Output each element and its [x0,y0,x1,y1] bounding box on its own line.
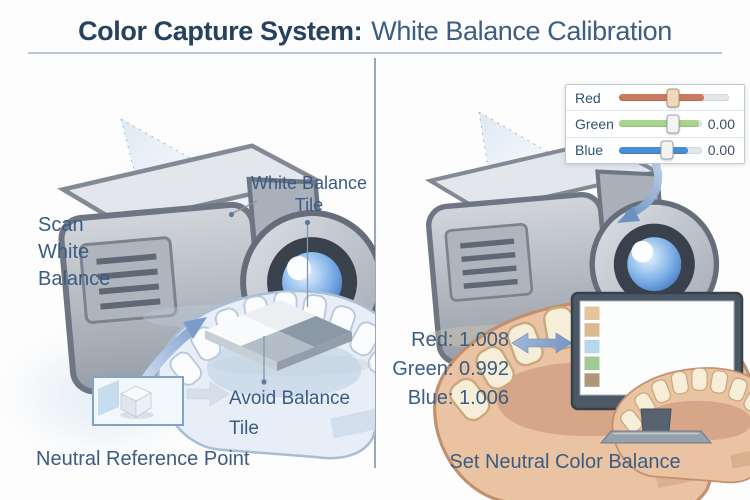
slider-row-red: Red [566,85,744,110]
slider-row-blue: Blue 0.00 [566,136,744,163]
green-slider-fill [619,120,700,128]
rgb-slider-panel: Red Green 0.00 Blue 0.00 [565,84,745,164]
avoid-pointer-line [261,336,267,385]
avoid-balance-tile-label: Avoid Balance Tile [229,384,350,444]
page-title-rest: White Balance Calibration [371,16,672,46]
reference-frame [92,376,184,426]
page-title: Color Capture System: White Balance Calib… [0,16,750,47]
white-balance-tile-label: White Balance Tile [243,172,375,216]
tile-label-line: Tile [294,195,324,215]
green-readout: Green: 0.992 [392,358,509,380]
arrow-right-icon [186,381,230,407]
red-slider-handle[interactable] [666,88,680,108]
slider-row-green: Green 0.00 [566,110,744,136]
red-slider-track[interactable] [619,88,729,108]
page-title-lead: Color Capture System: [78,16,363,46]
shade-swatches[interactable] [584,306,600,387]
arrow-curved-down-icon [617,161,663,223]
monitor [570,291,750,483]
blue-slider-handle[interactable] [660,140,674,160]
scan-label-line: Scan [38,214,84,236]
scan-label-line: White [38,241,90,263]
green-slider-value: 0.00 [707,115,735,132]
avoid-label-line: Avoid Balance [229,388,351,409]
left-panel-illustration [53,118,375,459]
blue-slider-track[interactable] [619,140,702,160]
green-slider-label: Green [575,115,614,132]
panel-divider [374,58,376,468]
blue-slider-label: Blue [575,142,604,159]
scan-label-line: Balance [38,268,111,290]
blue-slider-value: 0.00 [707,142,735,159]
right-panel-caption: Set Neutral Color Balance [449,451,681,473]
blue-slider-fill [619,146,688,154]
blue-readout: Blue: 1.006 [407,387,509,409]
cube-icon [120,385,152,418]
calibration-tile [205,300,372,376]
right-panel-illustration [421,111,750,500]
red-slider-label: Red [575,89,601,106]
rgb-readout: Red: 1.008 Green: 0.992 Blue: 1.006 [383,326,509,413]
avoid-label-line: Tile [229,418,259,439]
title-underline [28,52,722,54]
monitor-stand [640,408,672,432]
green-slider-handle[interactable] [666,114,680,134]
red-slider-fill [619,94,704,102]
red-readout: Red: 1.008 [411,329,509,351]
arrow-up-icon [141,317,207,384]
scan-white-balance-label: Scan White Balance [38,212,110,293]
green-slider-track[interactable] [619,114,702,134]
tile-pointer-line [228,200,311,307]
left-panel-caption: Neutral Reference Point [36,448,250,470]
tile-label-line: White Balance [250,173,368,193]
